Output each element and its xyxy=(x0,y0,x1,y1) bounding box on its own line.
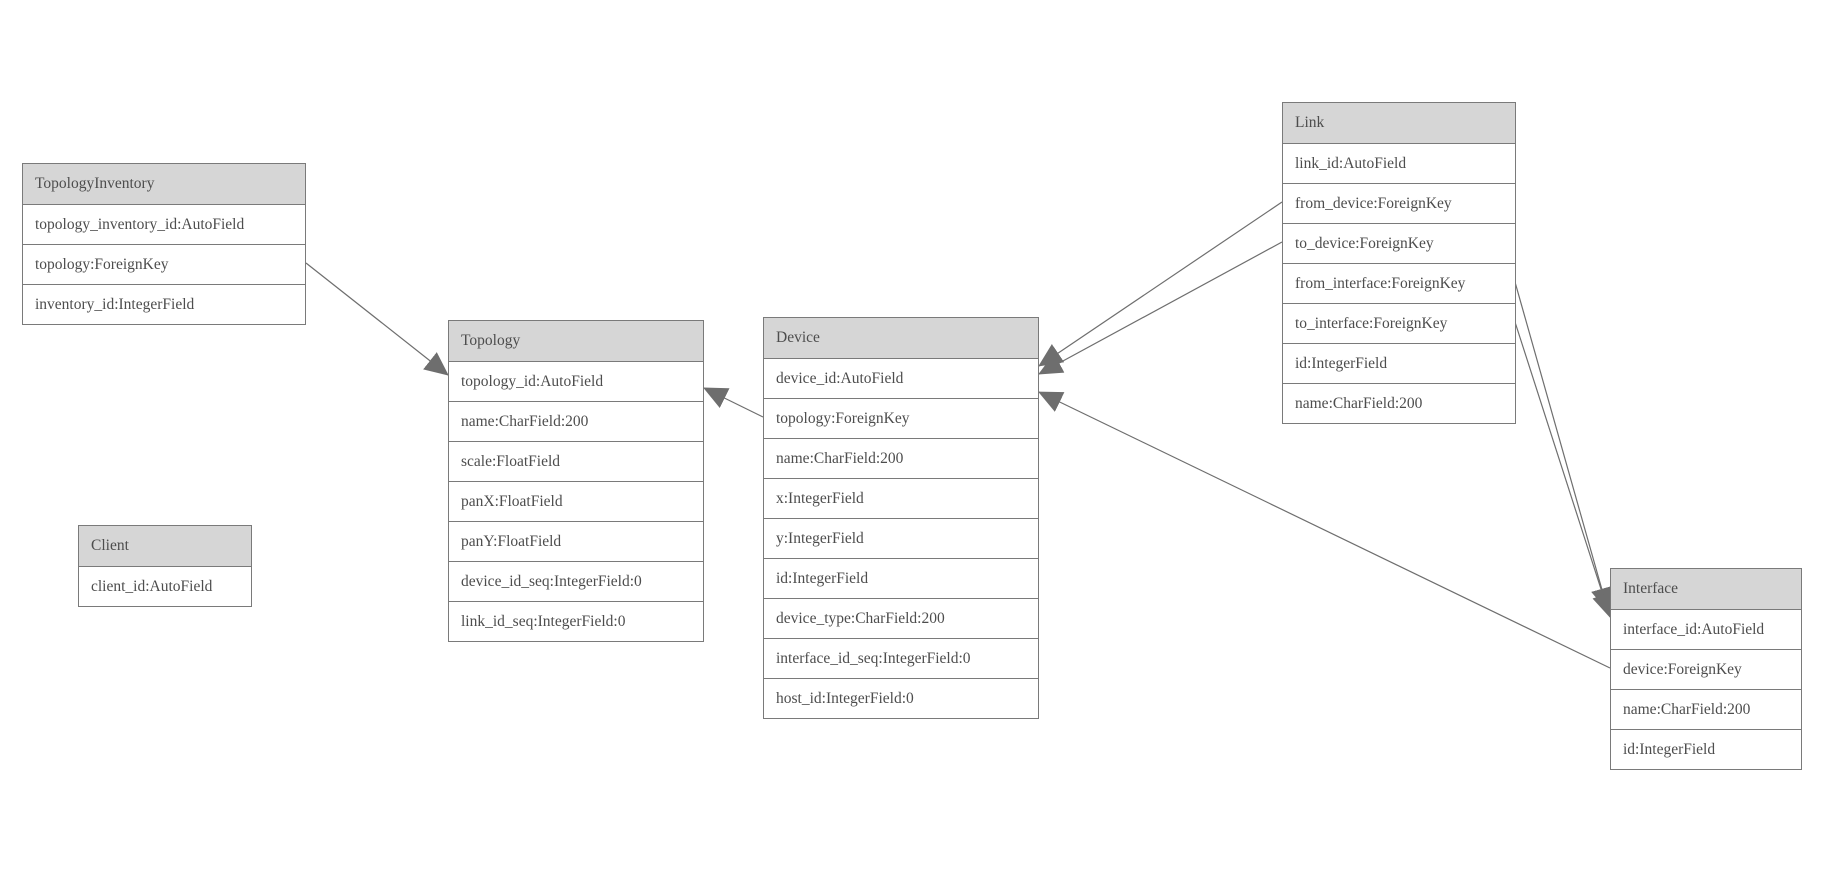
entity-field: panY:FloatField xyxy=(449,521,703,561)
entity-device: Device device_id:AutoField topology:Fore… xyxy=(763,317,1039,719)
entity-title: Client xyxy=(79,526,251,566)
entity-title: Interface xyxy=(1611,569,1801,609)
entity-title: Device xyxy=(764,318,1038,358)
entity-field: x:IntegerField xyxy=(764,478,1038,518)
entity-field: scale:FloatField xyxy=(449,441,703,481)
entity-field: interface_id:AutoField xyxy=(1611,609,1801,649)
entity-field: link_id:AutoField xyxy=(1283,143,1515,183)
edge-topologyinventory-topology-to-topology xyxy=(305,262,449,376)
edge-link-to-device-to-device xyxy=(1038,241,1283,375)
entity-field: from_device:ForeignKey xyxy=(1283,183,1515,223)
entity-field: to_interface:ForeignKey xyxy=(1283,303,1515,343)
entity-title: Topology xyxy=(449,321,703,361)
entity-field: topology:ForeignKey xyxy=(764,398,1038,438)
entity-field: y:IntegerField xyxy=(764,518,1038,558)
entity-field: device_id:AutoField xyxy=(764,358,1038,398)
entity-field: id:IntegerField xyxy=(1283,343,1515,383)
entity-field: device_type:CharField:200 xyxy=(764,598,1038,638)
entity-field: id:IntegerField xyxy=(764,558,1038,598)
entity-field: panX:FloatField xyxy=(449,481,703,521)
edge-link-to-interface-to-interface xyxy=(1514,321,1614,618)
entity-field: client_id:AutoField xyxy=(79,566,251,606)
entity-field: id:IntegerField xyxy=(1611,729,1801,769)
entity-field: name:CharField:200 xyxy=(449,401,703,441)
entity-interface: Interface interface_id:AutoField device:… xyxy=(1610,568,1802,770)
edge-device-topology-to-topology xyxy=(703,387,764,418)
entity-link: Link link_id:AutoField from_device:Forei… xyxy=(1282,102,1516,424)
entity-field: topology_inventory_id:AutoField xyxy=(23,204,305,244)
entity-title: TopologyInventory xyxy=(23,164,305,204)
entity-field: device:ForeignKey xyxy=(1611,649,1801,689)
entity-field: to_device:ForeignKey xyxy=(1283,223,1515,263)
entity-field: inventory_id:IntegerField xyxy=(23,284,305,324)
entity-client: Client client_id:AutoField xyxy=(78,525,252,607)
entity-field: topology:ForeignKey xyxy=(23,244,305,284)
entity-field: name:CharField:200 xyxy=(1611,689,1801,729)
edge-interface-device-to-device xyxy=(1038,391,1611,669)
entity-field: device_id_seq:IntegerField:0 xyxy=(449,561,703,601)
entity-field: name:CharField:200 xyxy=(764,438,1038,478)
entity-topology-inventory: TopologyInventory topology_inventory_id:… xyxy=(22,163,306,325)
entity-field: host_id:IntegerField:0 xyxy=(764,678,1038,718)
entity-title: Link xyxy=(1283,103,1515,143)
entity-field: topology_id:AutoField xyxy=(449,361,703,401)
edge-link-from-interface-to-interface xyxy=(1514,281,1613,612)
entity-topology: Topology topology_id:AutoField name:Char… xyxy=(448,320,704,642)
entity-field: interface_id_seq:IntegerField:0 xyxy=(764,638,1038,678)
entity-field: from_interface:ForeignKey xyxy=(1283,263,1515,303)
edge-link-from-device-to-device xyxy=(1038,201,1283,367)
entity-field: link_id_seq:IntegerField:0 xyxy=(449,601,703,641)
entity-field: name:CharField:200 xyxy=(1283,383,1515,423)
